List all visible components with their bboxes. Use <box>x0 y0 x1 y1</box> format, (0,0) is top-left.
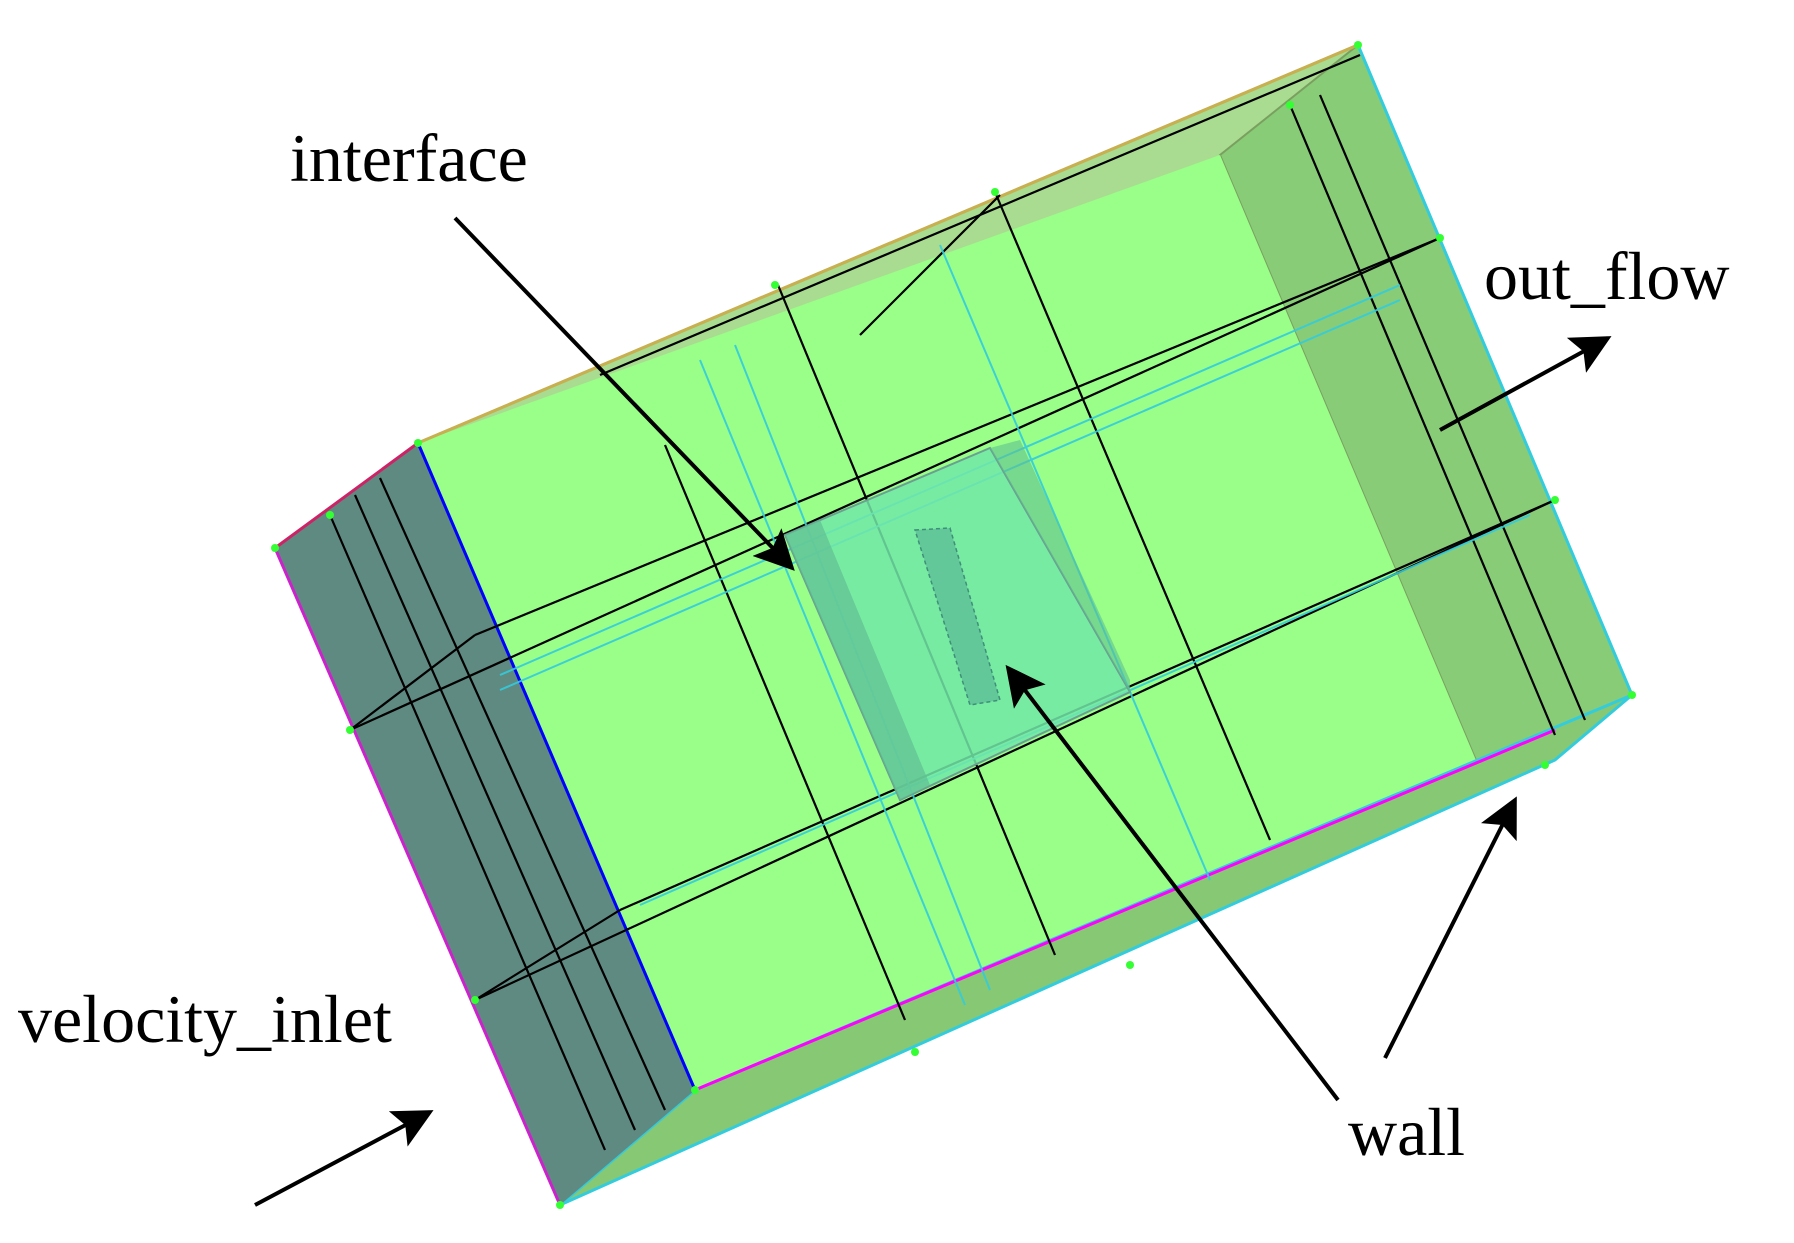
outlet-right-cyan-edge <box>1356 44 1634 696</box>
annotation-arrows <box>254 216 1612 1207</box>
interface-label: interface <box>290 120 528 196</box>
interface-shadow-right <box>990 440 1130 692</box>
wall-label: wall <box>1348 1094 1466 1170</box>
front-bottom-magenta-edge <box>694 728 1556 1092</box>
inlet-magenta-edge <box>273 547 562 1206</box>
top-edge <box>417 43 1359 445</box>
velocity-inlet-label: velocity_inlet <box>18 981 392 1057</box>
inlet-arrow <box>254 1110 434 1207</box>
wall-arrow-inner <box>1005 664 1340 1102</box>
inlet-face <box>275 443 695 1205</box>
vertex-markers <box>271 41 1636 1209</box>
out-flow-label: out_flow <box>1484 238 1730 314</box>
interface-shadow-left <box>785 520 930 800</box>
wall-arrow-outer <box>1383 796 1517 1059</box>
inlet-blue-edge <box>416 442 697 1091</box>
outflow-arrow <box>1439 336 1612 432</box>
wall-body <box>913 527 1001 706</box>
inlet-top-edge <box>274 441 419 550</box>
interface-arrow <box>453 216 795 571</box>
